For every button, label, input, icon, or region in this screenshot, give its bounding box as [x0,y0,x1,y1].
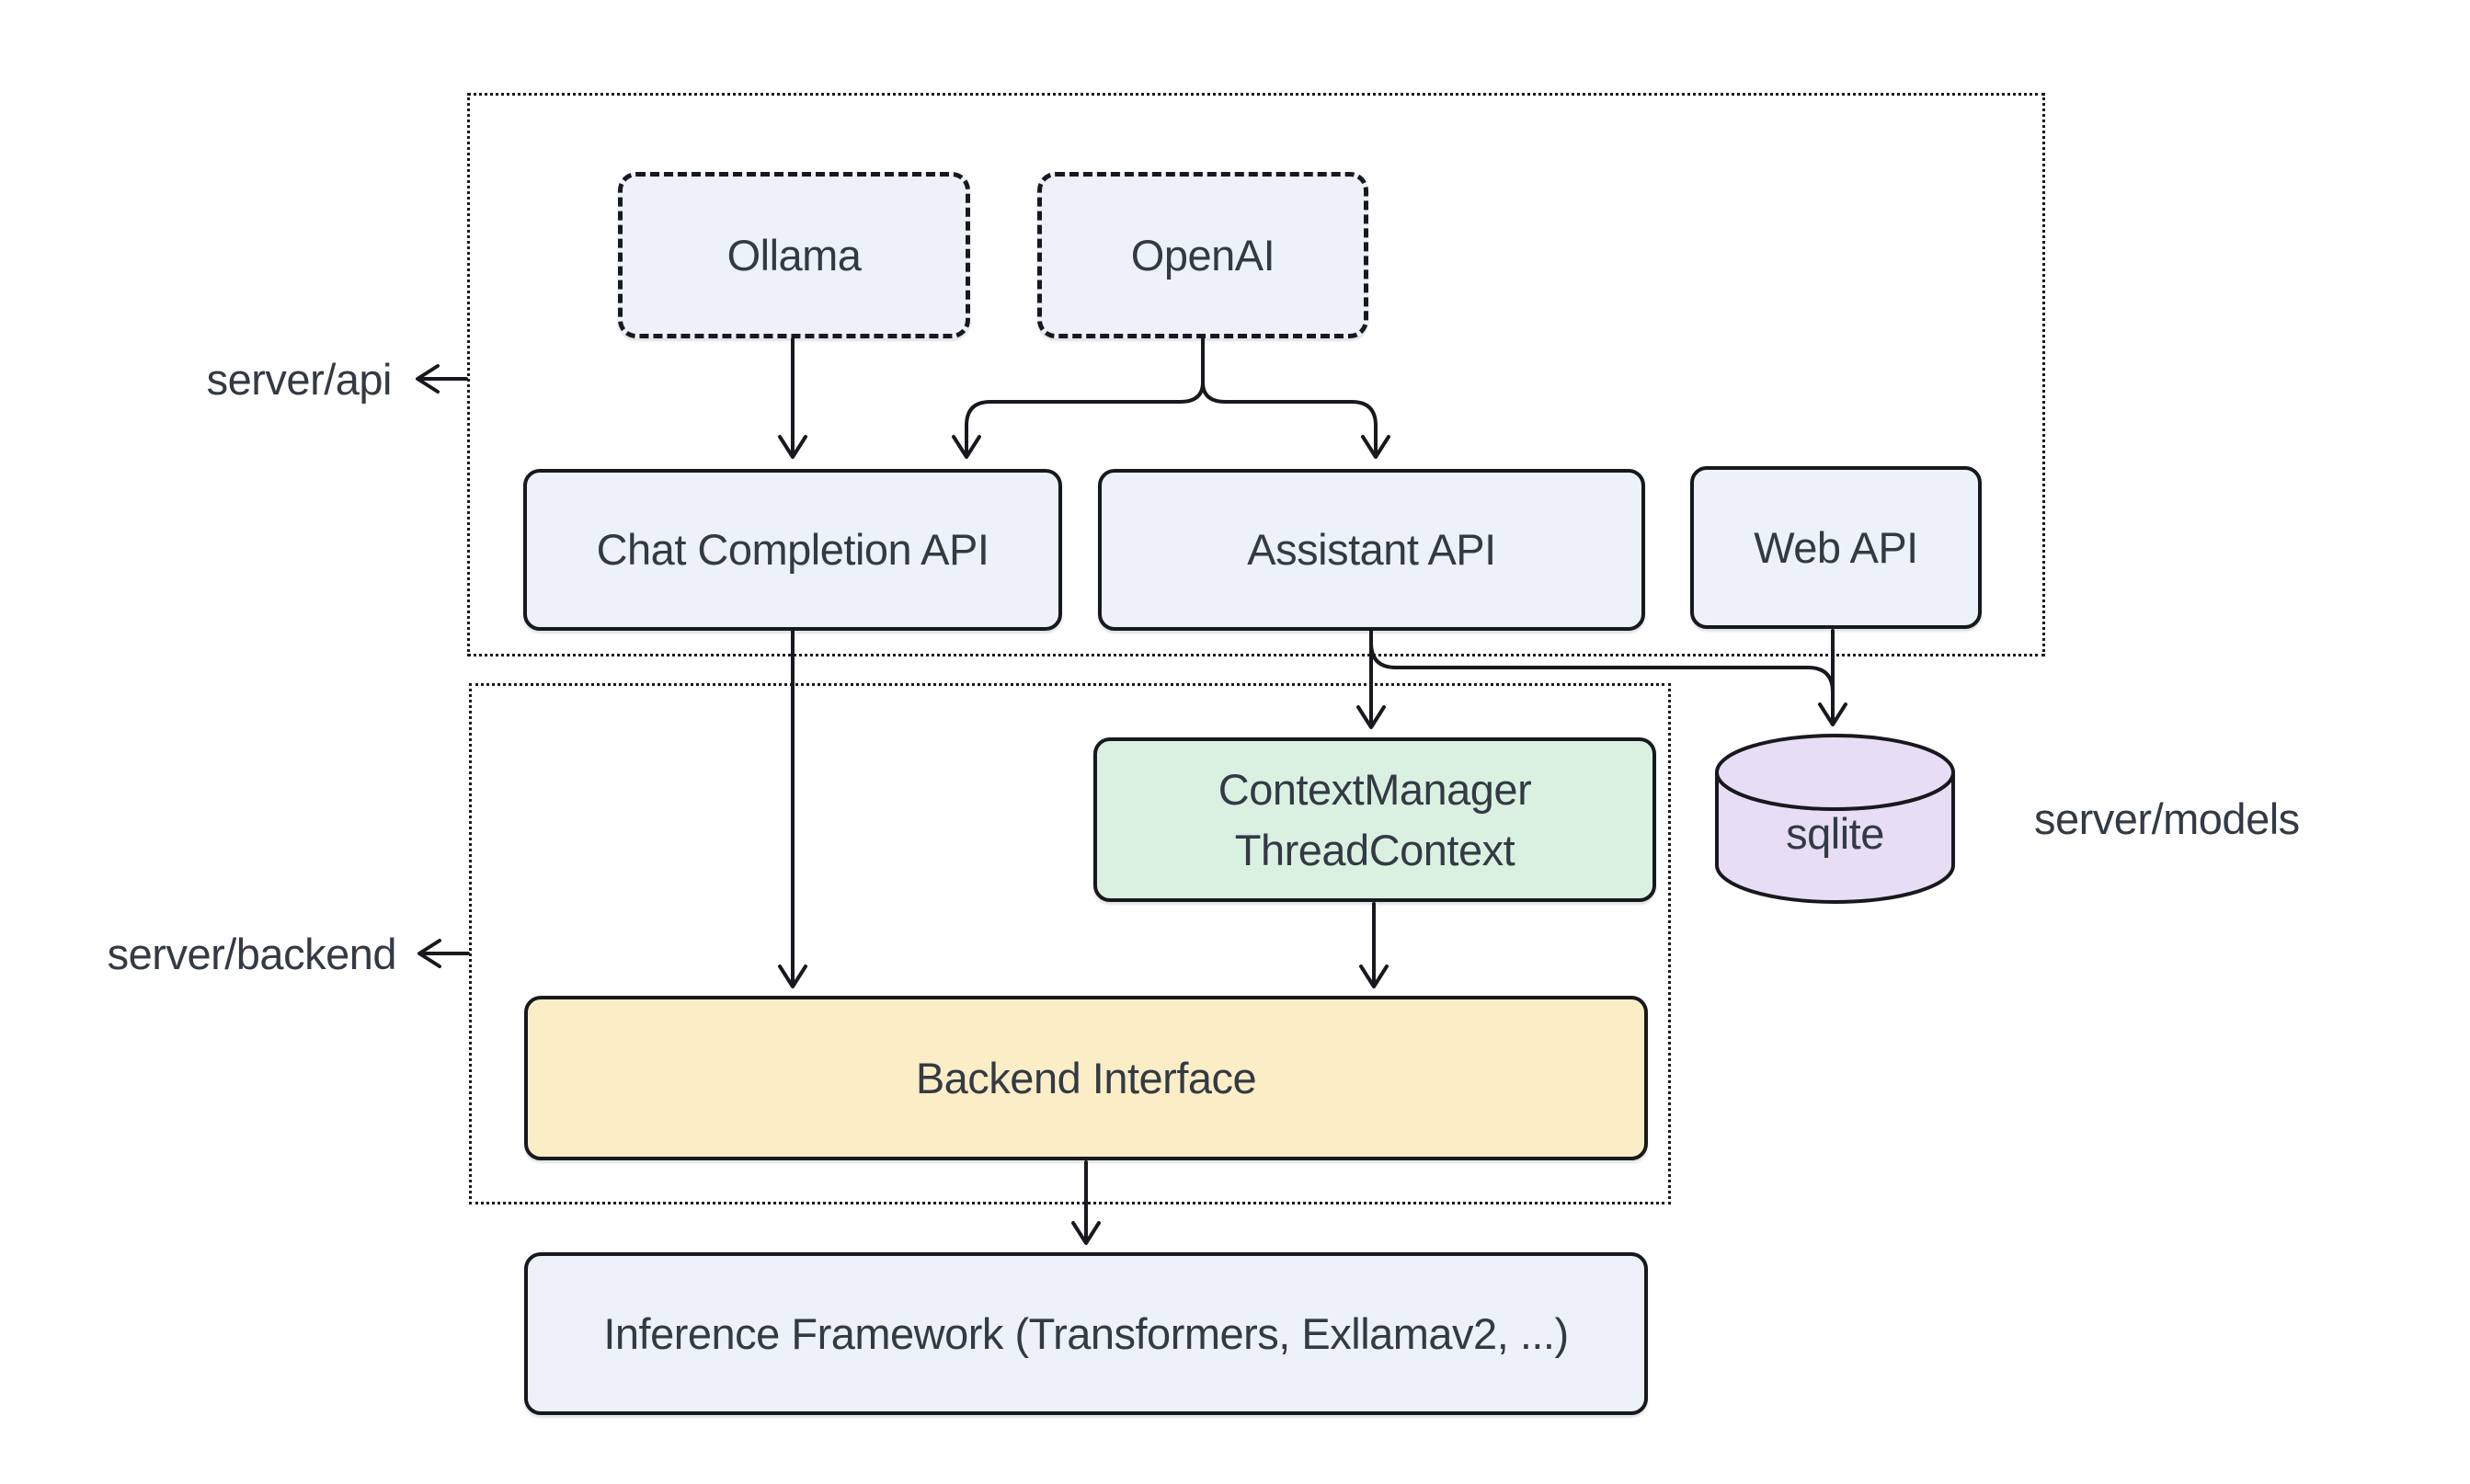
server-api-label: server/api [206,354,393,404]
node-sqlite-label: sqlite [1786,808,1884,858]
node-backend-interface-label: Backend Interface [915,1053,1257,1102]
server-backend-label: server/backend [107,929,397,978]
node-assistant-api-label: Assistant API [1247,525,1496,574]
server-models-label: server/models [2034,793,2300,843]
node-openai: OpenAI [1037,172,1368,338]
node-inference-framework-label: Inference Framework (Transformers, Exlla… [603,1308,1569,1358]
node-ollama-label: Ollama [726,230,862,280]
node-chat-completion-api-label: Chat Completion API [596,525,989,574]
context-manager-line2: ThreadContext [1234,825,1515,874]
node-inference-framework: Inference Framework (Transformers, Exlla… [524,1252,1648,1415]
node-ollama: Ollama [618,172,970,338]
context-manager-line1: ContextManager [1218,764,1532,814]
node-assistant-api: Assistant API [1098,469,1645,631]
server-backend-group [469,683,1671,1204]
node-chat-completion-api: Chat Completion API [523,469,1062,631]
node-web-api-label: Web API [1754,522,1918,572]
node-context-manager-label: ContextManager ThreadContext [1218,759,1532,881]
node-openai-label: OpenAI [1130,230,1275,280]
server-api-group [467,93,2045,656]
node-backend-interface: Backend Interface [524,996,1648,1160]
node-web-api: Web API [1690,466,1982,629]
node-context-manager: ContextManager ThreadContext [1093,737,1656,902]
